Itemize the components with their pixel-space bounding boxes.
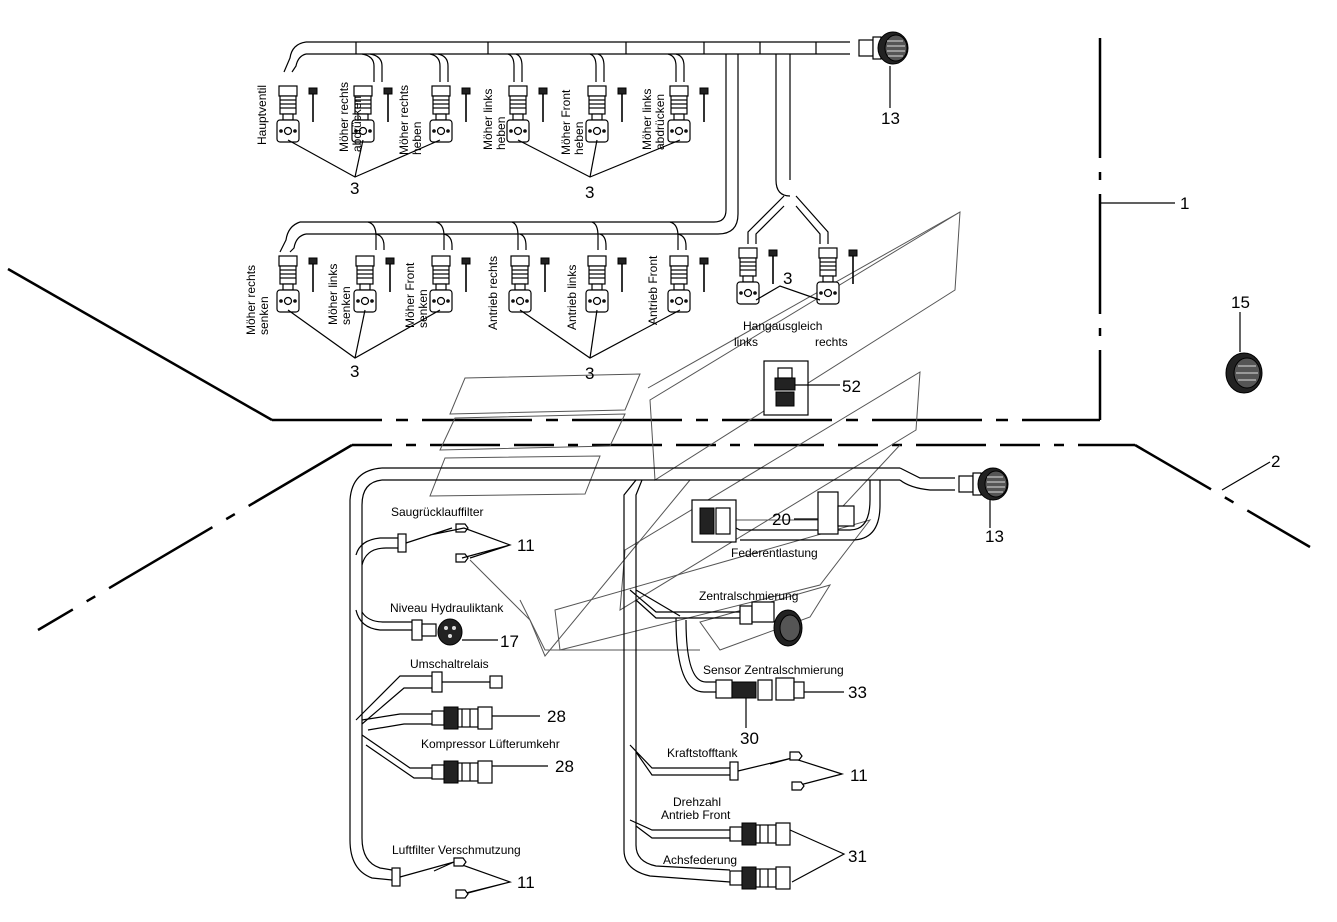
label-moeher-front-senken-1: Möher Front (403, 262, 417, 328)
callout-30: 30 (740, 729, 759, 748)
label-rechts: rechts (815, 335, 848, 349)
callout-28-b: 28 (555, 757, 574, 776)
ghost-outline (429, 211, 961, 657)
connector-15 (1225, 312, 1263, 394)
callout-11-b: 11 (517, 873, 535, 892)
callout-15: 15 (1231, 293, 1250, 312)
callout-numbers: 13 1 15 2 3 3 3 3 3 52 13 20 11 17 28 28… (350, 109, 1280, 892)
lower-labels: Saugrücklauffilter Niveau Hydrauliktank … (390, 505, 844, 867)
label-kraftstofftank: Kraftstofftank (667, 746, 738, 760)
label-antrieb-front: Antrieb Front (646, 255, 660, 325)
label-moeher-links-abdruecken-2: abdrücken (653, 94, 667, 150)
callout-13-upper: 13 (881, 109, 900, 128)
label-moeher-rechts-heben-2: heben (410, 122, 424, 155)
label-sensor-zentralschmierung: Sensor Zentralschmierung (703, 663, 844, 677)
callout-3-d: 3 (585, 364, 594, 383)
callout-31: 31 (848, 847, 867, 866)
label-moeher-rechts-heben-1: Möher rechts (397, 85, 411, 155)
label-antrieb-front-lower: Antrieb Front (661, 808, 731, 822)
label-moeher-links-heben-2: heben (494, 117, 508, 150)
callout-52: 52 (842, 377, 861, 396)
callout-2: 2 (1271, 452, 1280, 471)
label-antrieb-links: Antrieb links (565, 265, 579, 330)
callout-3-c: 3 (350, 362, 359, 381)
callout-28-a: 28 (547, 707, 566, 726)
label-moeher-links-abdruecken-1: Möher links (640, 89, 654, 150)
leader-lines-3 (287, 139, 821, 359)
label-moeher-links-senken-2: senken (339, 286, 353, 325)
callout-3-b: 3 (585, 183, 594, 202)
label-drehzahl: Drehzahl (673, 795, 721, 809)
label-moeher-rechts-abdruecken-2: abdrücken (350, 96, 364, 152)
label-moeher-front-senken-2: senken (416, 289, 430, 328)
label-hangausgleich: Hangausgleich (743, 319, 822, 333)
leader-2 (1221, 461, 1271, 491)
label-achsfederung: Achsfederung (663, 853, 737, 867)
lower-harness (349, 467, 1009, 883)
label-kompressor-luefterumkehr: Kompressor Lüfterumkehr (421, 737, 560, 751)
lower-components (391, 491, 855, 899)
callout-17: 17 (500, 632, 519, 651)
valve-row-lower (276, 221, 858, 313)
callout-13-lower: 13 (985, 527, 1004, 546)
part-52 (763, 360, 840, 416)
label-umschaltrelais: Umschaltrelais (410, 657, 489, 671)
callout-20: 20 (772, 510, 791, 529)
label-niveau-hydrauliktank: Niveau Hydrauliktank (390, 601, 504, 615)
label-moeher-rechts-abdruecken-1: Möher rechts (337, 82, 351, 152)
upper-labels: Hauptventil Möher rechts abdrücken Möher… (244, 82, 848, 349)
label-antrieb-rechts: Antrieb rechts (486, 256, 500, 330)
label-zentralschmierung: Zentralschmierung (699, 589, 798, 603)
label-moeher-rechts-senken-1: Möher rechts (244, 265, 258, 335)
upper-harness (279, 31, 909, 253)
label-moeher-links-heben-1: Möher links (481, 89, 495, 150)
label-federentlastung: Federentlastung (731, 546, 818, 560)
frame-lines (7, 38, 1311, 632)
label-moeher-links-senken-1: Möher links (326, 264, 340, 325)
label-moeher-front-heben-2: heben (572, 122, 586, 155)
callout-3-a: 3 (350, 179, 359, 198)
callout-1: 1 (1180, 194, 1189, 213)
callout-33: 33 (848, 683, 867, 702)
callout-11-c: 11 (850, 766, 868, 785)
callout-3-e: 3 (783, 269, 792, 288)
label-luftfilter-verschmutzung: Luftfilter Verschmutzung (392, 843, 521, 857)
label-links: links (734, 335, 758, 349)
label-moeher-front-heben-1: Möher Front (559, 89, 573, 155)
callout-11-a: 11 (517, 536, 535, 555)
label-saugruecklauffilter: Saugrücklauffilter (391, 505, 484, 519)
label-hauptventil: Hauptventil (255, 85, 269, 145)
label-moeher-rechts-senken-2: senken (257, 296, 271, 335)
